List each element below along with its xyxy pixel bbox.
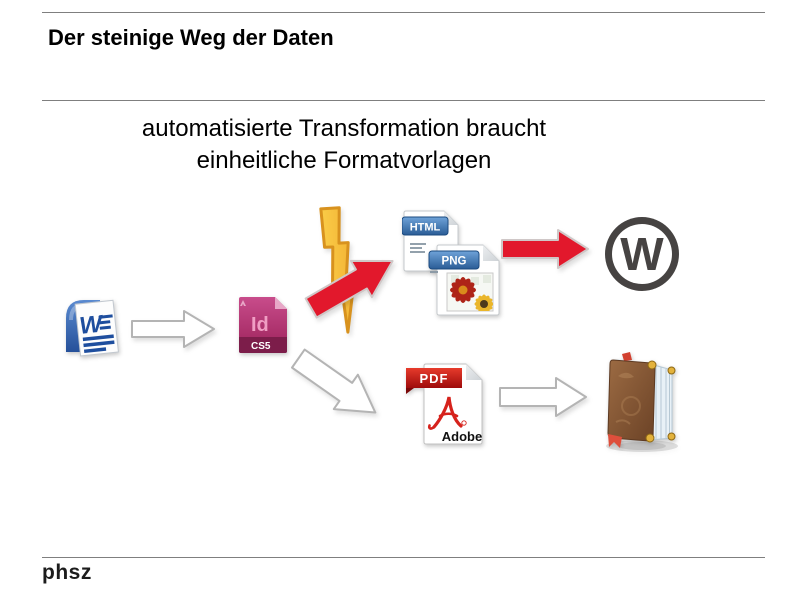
indesign-icon: Id CS5 <box>239 297 287 353</box>
subtitle-line2: einheitliche Formatvorlagen <box>196 147 492 174</box>
indesign-version-label: CS5 <box>251 341 271 352</box>
adobe-mark-icon <box>240 300 246 306</box>
title-rule <box>42 100 765 101</box>
adobe-logo-icon <box>427 396 467 430</box>
pdf-badge-label: PDF <box>420 371 449 386</box>
red-arrow-to-wordpress-icon <box>501 229 589 269</box>
wordpress-letter: W <box>620 228 664 280</box>
png-file-icon: PNG <box>428 244 500 316</box>
wordpress-icon: W <box>605 217 679 291</box>
slide-title: Der steinige Weg der Daten <box>48 25 334 50</box>
indesign-app-label: Id <box>251 314 269 336</box>
arrow-word-to-indesign-icon <box>131 310 215 348</box>
bookmark-top-icon <box>622 352 632 361</box>
phsz-logo: phsz <box>42 561 92 584</box>
yellow-flower-icon <box>474 294 493 311</box>
arrow-indesign-to-pdf-icon <box>291 348 377 414</box>
adobe-brand-label: Adobe <box>442 429 482 444</box>
red-flower-icon <box>450 277 476 303</box>
bookmark-bottom-icon <box>608 434 622 448</box>
book-icon <box>606 352 678 452</box>
word-icon: W <box>66 299 119 357</box>
subtitle: automatisierte Transformation braucht ei… <box>88 113 600 177</box>
subtitle-line1: automatisierte Transformation braucht <box>141 115 547 142</box>
top-rule <box>42 12 765 13</box>
red-arrow-up-icon <box>304 259 394 319</box>
arrow-pdf-to-book-icon <box>499 377 587 417</box>
pdf-file-icon: PDF Adobe <box>406 363 483 445</box>
footer-rule <box>42 557 765 558</box>
html-badge-label: HTML <box>410 222 441 234</box>
png-badge-label: PNG <box>442 256 467 268</box>
